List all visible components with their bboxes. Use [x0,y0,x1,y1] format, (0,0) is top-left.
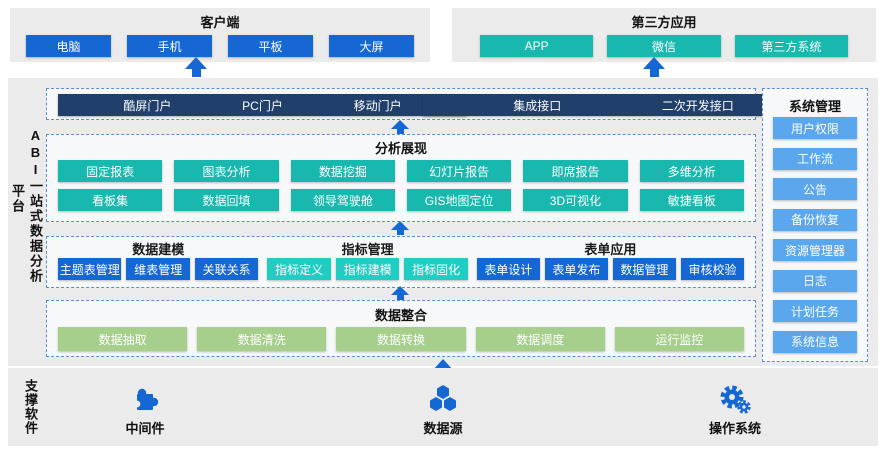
flow-arrow-up-icon [643,57,665,77]
metric-box: 指标建模 [335,258,400,280]
integration-box: 数据清洗 [197,327,327,351]
client-device-box: 电脑 [26,35,111,57]
integration-box: 运行监控 [614,327,745,351]
metric-box: 指标固化 [404,258,468,280]
system-box: 计划任务 [773,300,857,323]
data-modeling-group: 数据建模 主题表管理 维表管理 关联关系 [58,237,259,280]
portal-item: PC门户 [242,98,283,113]
interface-item: 集成接口 [513,98,562,113]
third-party-panel-title: 第三方应用 [631,15,697,30]
third-party-app-box: 第三方系统 [734,35,848,57]
analysis-section: 分析展现 固定报表 图表分析 数据挖掘 幻灯片报告 即席报告 多维分析 看板集 … [46,134,756,222]
platform-title-vertical-wrap: 平台 [10,184,25,214]
modeling-box: 关联关系 [194,258,259,280]
analysis-feature-box: 固定报表 [58,160,163,182]
interface-item: 二次开发接口 [661,98,734,113]
analysis-row-2: 看板集 数据回填 领导驾驶舱 GIS地图定位 3D可视化 敏捷看板 [58,189,744,211]
system-box: 备份恢复 [773,208,857,231]
integration-box: 数据转换 [336,327,466,351]
analysis-feature-box: 图表分析 [174,160,279,182]
integration-row: 数据抽取 数据清洗 数据转换 数据调度 运行监控 [58,327,745,351]
interface-bar: 集成接口 二次开发接口 [423,94,824,116]
portal-item: 移动门户 [353,98,402,113]
modeling-section: 数据建模 主题表管理 维表管理 关联关系 指标管理 指标定义 指标建模 指标固化… [46,236,756,288]
data-modeling-title: 数据建模 [132,242,185,257]
gears-icon [675,384,795,414]
analysis-feature-box: 幻灯片报告 [406,160,512,182]
integration-box: 数据抽取 [58,327,188,351]
analysis-feature-box: 多维分析 [639,160,744,182]
client-device-box: 平板 [228,35,313,57]
flow-arrow-up-icon [391,221,409,235]
system-box: 用户权限 [773,117,857,139]
client-device-box: 大屏 [329,35,414,57]
portal-item: 酷屏门户 [123,98,172,113]
analysis-feature-box: 数据挖掘 [290,160,395,182]
form-box: 审核校验 [680,258,744,280]
metric-box: 指标定义 [267,258,331,280]
integration-section: 数据整合 数据抽取 数据清洗 数据转换 数据调度 运行监控 [46,300,756,357]
client-button-row: 电脑 手机 平板 大屏 [10,31,430,57]
os-label: 操作系统 [708,421,761,436]
portal-bar: 酷屏门户 PC门户 移动门户 [58,94,467,116]
platform-title-vertical: ABI一站式数据分析 [28,128,43,284]
integration-box: 数据调度 [475,327,605,351]
analysis-feature-box: 数据回填 [174,189,279,211]
third-party-app-box: 微信 [607,35,721,57]
analysis-row-1: 固定报表 图表分析 数据挖掘 幻灯片报告 即席报告 多维分析 [58,160,744,182]
puzzle-icon [85,384,205,414]
metric-management-group: 指标管理 指标定义 指标建模 指标固化 [267,237,468,280]
system-box: 日志 [773,269,857,292]
integration-section-title: 数据整合 [374,308,427,323]
system-management-section: 系统管理 用户权限 工作流 公告 备份恢复 资源管理器 日志 计划任务 系统信息 [762,88,868,362]
flow-arrow-up-icon [391,120,409,134]
hexagon-cluster-icon [383,384,503,414]
client-panel-title: 客户端 [200,15,240,30]
system-box: 资源管理器 [773,239,857,262]
client-device-box: 手机 [127,35,212,57]
flow-arrow-up-icon [185,57,207,77]
analysis-feature-box: GIS地图定位 [406,189,512,211]
middleware-item: 中间件 [85,384,205,437]
flow-arrow-up-icon [391,286,409,300]
analysis-section-title: 分析展现 [374,141,427,156]
portal-section: 酷屏门户 PC门户 移动门户 集成接口 二次开发接口 [46,88,824,120]
modeling-groups-row: 数据建模 主题表管理 维表管理 关联关系 指标管理 指标定义 指标建模 指标固化… [58,237,744,280]
client-panel: 客户端 电脑 手机 平板 大屏 [10,8,430,62]
system-management-column: 用户权限 工作流 公告 备份恢复 资源管理器 日志 计划任务 系统信息 [773,117,857,353]
system-box: 系统信息 [773,330,857,353]
analysis-feature-box: 即席报告 [523,160,628,182]
modeling-box: 主题表管理 [58,258,122,280]
analysis-feature-box: 看板集 [58,189,163,211]
datasource-item: 数据源 [383,384,503,437]
form-application-title: 表单应用 [584,242,637,257]
system-box: 公告 [773,178,857,201]
system-management-title: 系统管理 [788,99,841,114]
middleware-label: 中间件 [125,421,165,436]
form-box: 表单设计 [476,258,540,280]
form-box: 表单发布 [544,258,608,280]
analysis-feature-box: 敏捷看板 [639,189,744,211]
third-party-button-row: APP 微信 第三方系统 [452,31,876,57]
third-party-panel: 第三方应用 APP 微信 第三方系统 [452,8,876,62]
support-software-title: 支撑软件 [23,379,38,435]
analysis-feature-box: 领导驾驶舱 [290,189,395,211]
form-box: 数据管理 [612,258,676,280]
datasource-label: 数据源 [423,421,463,436]
modeling-box: 维表管理 [126,258,190,280]
analysis-feature-box: 3D可视化 [523,189,628,211]
metric-management-title: 指标管理 [341,242,394,257]
os-item: 操作系统 [675,384,795,437]
third-party-app-box: APP [480,35,594,57]
system-box: 工作流 [773,147,857,170]
form-application-group: 表单应用 表单设计 表单发布 数据管理 审核校验 [476,237,744,280]
